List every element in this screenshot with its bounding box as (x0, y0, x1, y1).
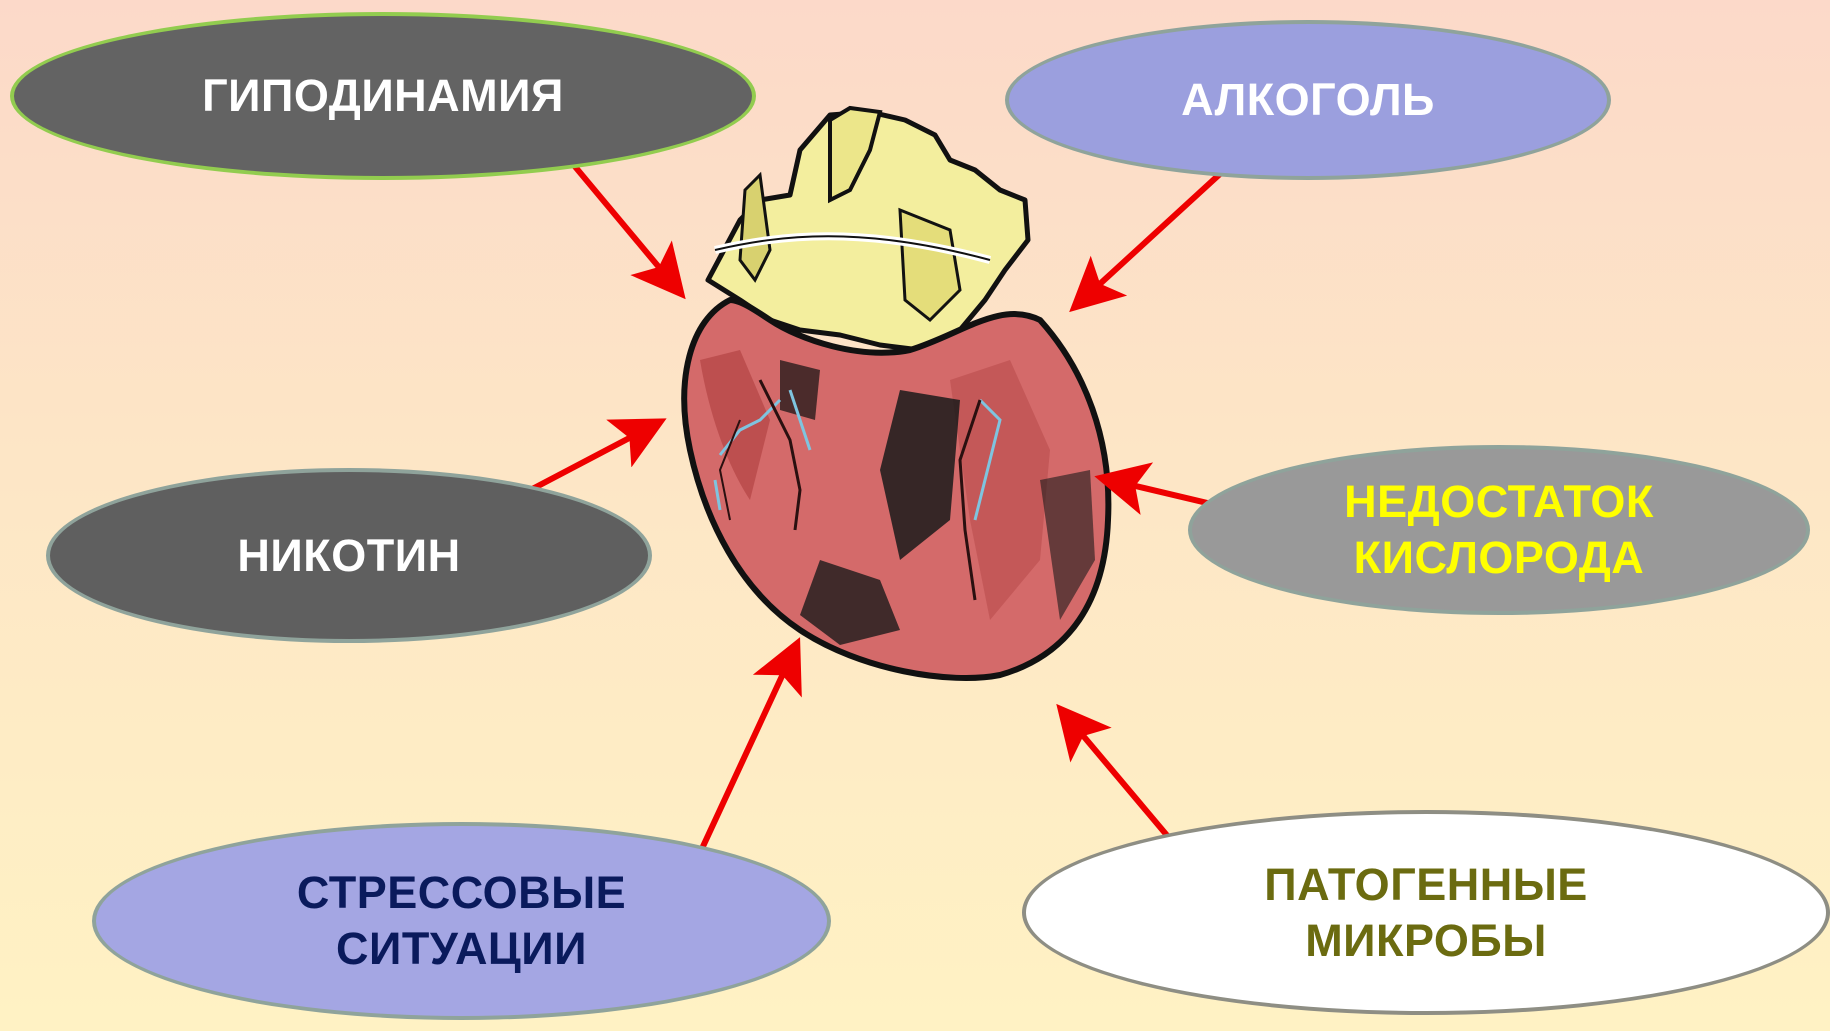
factor-label-line: НИКОТИН (237, 528, 460, 584)
heart-icon (684, 108, 1108, 678)
arrow-alkogol (1078, 162, 1233, 304)
factor-label-line: ГИПОДИНАМИЯ (202, 68, 564, 124)
factor-label-line: ПАТОГЕННЫЕ (1264, 857, 1588, 913)
factor-label: НИКОТИН (237, 528, 460, 584)
factor-nikotin: НИКОТИН (46, 468, 652, 643)
factor-alkogol: АЛКОГОЛЬ (1005, 20, 1611, 180)
factor-label: ГИПОДИНАМИЯ (202, 68, 564, 124)
factor-label-line: СИТУАЦИИ (297, 921, 626, 977)
factor-label: СТРЕССОВЫЕ СИТУАЦИИ (297, 865, 626, 977)
arrow-gipodinamiya (572, 163, 678, 290)
factor-label-line: НЕДОСТАТОК (1344, 474, 1654, 530)
factor-label: АЛКОГОЛЬ (1181, 72, 1435, 128)
factor-gipodinamiya: ГИПОДИНАМИЯ (10, 12, 756, 180)
factor-label-line: МИКРОБЫ (1264, 913, 1588, 969)
factor-patogen: ПАТОГЕННЫЕ МИКРОБЫ (1022, 810, 1830, 1015)
factor-nedostatok-kisloroda: НЕДОСТАТОК КИСЛОРОДА (1188, 445, 1810, 615)
factor-label-line: АЛКОГОЛЬ (1181, 72, 1435, 128)
factor-stress: СТРЕССОВЫЕ СИТУАЦИИ (92, 822, 831, 1020)
factor-label: НЕДОСТАТОК КИСЛОРОДА (1344, 474, 1654, 586)
factor-label-line: КИСЛОРОДА (1344, 530, 1654, 586)
factor-label-line: СТРЕССОВЫЕ (297, 865, 626, 921)
factor-label: ПАТОГЕННЫЕ МИКРОБЫ (1264, 857, 1588, 969)
